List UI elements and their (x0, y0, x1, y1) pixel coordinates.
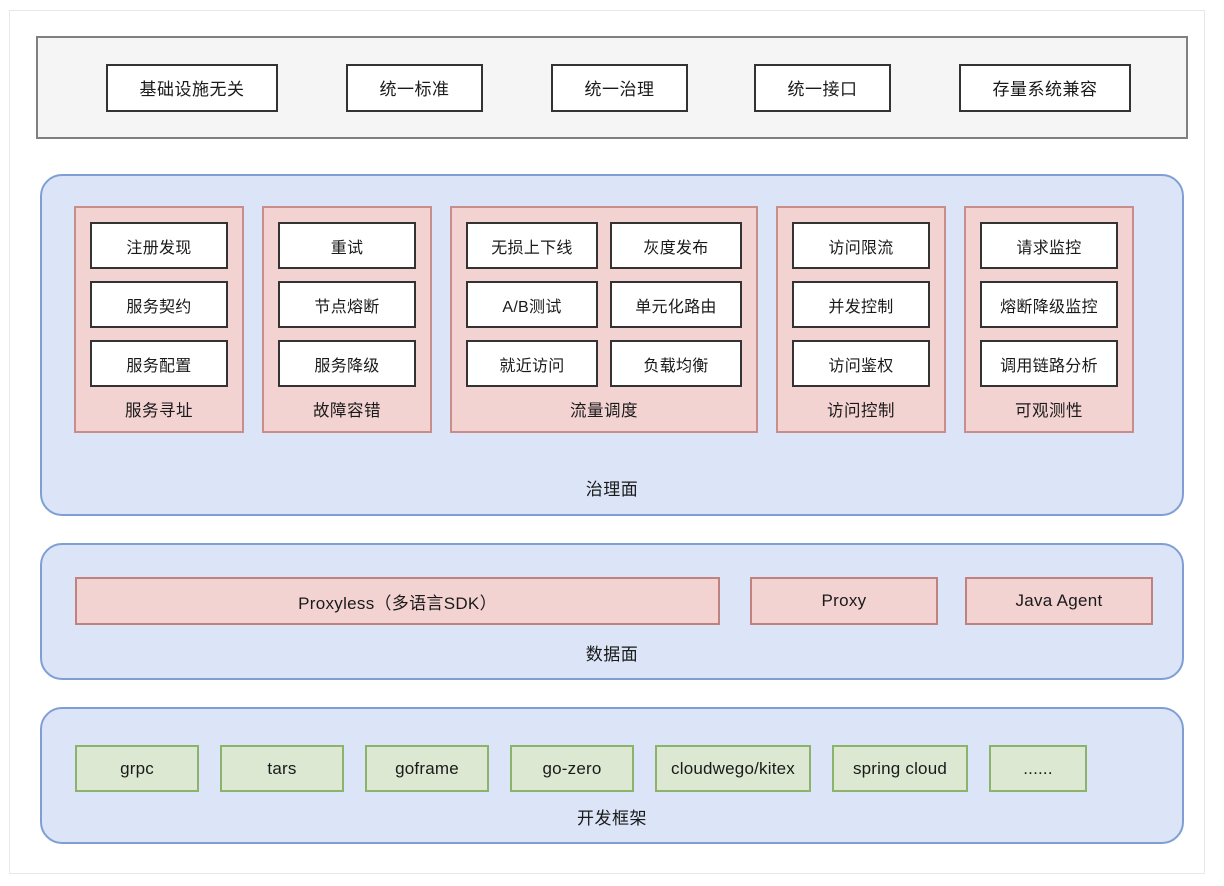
governance-feature-grid: 重试节点熔断服务降级 (278, 222, 416, 387)
framework-box: spring cloud (832, 745, 968, 792)
governance-feature-box: 重试 (278, 222, 416, 269)
principle-label: 统一标准 (379, 80, 450, 99)
governance-feature-box: 服务契约 (90, 281, 228, 328)
governance-feature-box: 无损上下线 (466, 222, 598, 269)
data-plane-label: 数据面 (585, 645, 639, 664)
governance-group: 注册发现服务契约服务配置服务寻址 (74, 206, 244, 433)
governance-feature-box: 节点熔断 (278, 281, 416, 328)
framework-box: cloudwego/kitex (655, 745, 811, 792)
governance-feature-box: 并发控制 (792, 281, 930, 328)
framework-box: go-zero (510, 745, 634, 792)
governance-group: 重试节点熔断服务降级故障容错 (262, 206, 432, 433)
governance-feature-box: A/B测试 (466, 281, 598, 328)
governance-feature-box: 访问限流 (792, 222, 930, 269)
governance-group-title: 故障容错 (313, 402, 381, 420)
principle-box: 统一标准 (346, 63, 483, 112)
governance-group-title: 服务寻址 (125, 402, 193, 420)
governance-group-title: 可观测性 (1015, 402, 1083, 420)
principle-box: 统一治理 (551, 63, 688, 112)
governance-group-title: 流量调度 (570, 402, 638, 420)
governance-feature-box: 服务降级 (278, 340, 416, 387)
data-plane-panel: Proxyless（多语言SDK） Proxy Java Agent 数据面 (40, 543, 1184, 680)
principle-box: 存量系统兼容 (959, 63, 1131, 112)
data-plane-item-list: Proxyless（多语言SDK） Proxy Java Agent (75, 577, 1153, 625)
governance-group-title: 访问控制 (827, 402, 895, 420)
governance-feature-box: 负载均衡 (610, 340, 742, 387)
principle-label: 统一治理 (584, 80, 655, 99)
governance-feature-grid: 注册发现服务契约服务配置 (90, 222, 228, 387)
governance-group: 请求监控熔断降级监控调用链路分析可观测性 (964, 206, 1134, 433)
principle-box: 基础设施无关 (106, 63, 278, 112)
governance-plane-label: 治理面 (585, 480, 639, 499)
principle-label: 统一接口 (787, 80, 858, 99)
governance-feature-grid: 请求监控熔断降级监控调用链路分析 (980, 222, 1118, 387)
governance-feature-box: 注册发现 (90, 222, 228, 269)
data-plane-box: Proxy (750, 577, 938, 625)
framework-plane-label: 开发框架 (577, 809, 647, 828)
principle-label: 基础设施无关 (139, 80, 245, 99)
principle-label: 存量系统兼容 (992, 80, 1098, 99)
design-principles-band: 基础设施无关 统一标准 统一治理 统一接口 存量系统兼容 (36, 36, 1188, 139)
governance-feature-box: 单元化路由 (610, 281, 742, 328)
governance-group: 访问限流并发控制访问鉴权访问控制 (776, 206, 946, 433)
framework-box: ...... (989, 745, 1087, 792)
framework-box: goframe (365, 745, 489, 792)
governance-group: 无损上下线灰度发布 A/B测试单元化路由就近访问负载均衡流量调度 (450, 206, 758, 433)
governance-feature-box: 灰度发布 (610, 222, 742, 269)
governance-feature-box: 调用链路分析 (980, 340, 1118, 387)
data-plane-box: Java Agent (965, 577, 1153, 625)
governance-feature-box: 就近访问 (466, 340, 598, 387)
data-plane-box: Proxyless（多语言SDK） (75, 577, 720, 625)
framework-box: tars (220, 745, 344, 792)
framework-box: grpc (75, 745, 199, 792)
framework-item-list: grpc tars goframe go-zero cloudwego/kitex spr… (75, 745, 1087, 792)
governance-feature-box: 请求监控 (980, 222, 1118, 269)
framework-plane-panel: grpc tars goframe go-zero cloudwego/kitex spr… (40, 707, 1184, 844)
governance-feature-box: 服务配置 (90, 340, 228, 387)
principle-box: 统一接口 (754, 63, 891, 112)
governance-feature-box: 熔断降级监控 (980, 281, 1118, 328)
governance-feature-grid: 访问限流并发控制访问鉴权 (792, 222, 930, 387)
governance-feature-box: 访问鉴权 (792, 340, 930, 387)
governance-feature-grid: 无损上下线灰度发布 A/B测试单元化路由就近访问负载均衡 (466, 222, 742, 387)
